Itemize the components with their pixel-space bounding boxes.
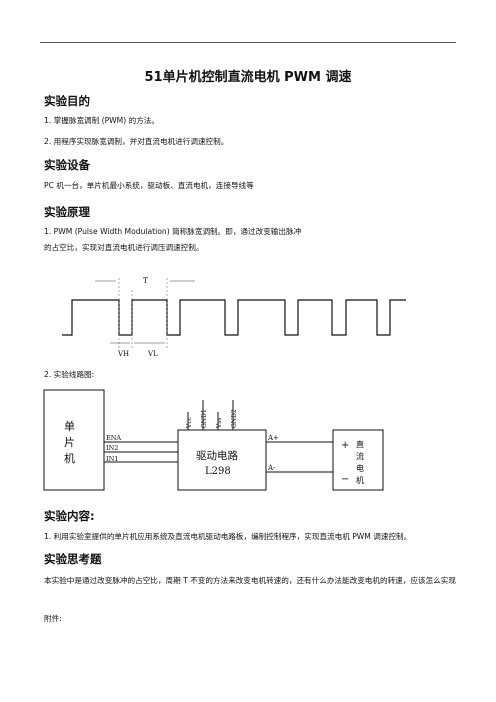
pin-vss: Vss (216, 418, 223, 430)
motor-block (332, 429, 384, 491)
mcu-label-3: 机 (64, 451, 75, 465)
pin-ena: ENA (106, 434, 121, 442)
pin-in1: IN1 (106, 455, 118, 463)
heading-reflection: 实验思考题 (44, 552, 102, 566)
heading-principle: 实验原理 (44, 205, 90, 219)
pin-gnd2: GND2 (231, 409, 238, 428)
circuit-caption: 2. 实验线路图: (44, 370, 95, 379)
vh-label: VH (117, 350, 129, 358)
principle-line-2: 的占空比，实现对直流电机进行调压调速控制。 (44, 243, 204, 252)
mcu-label-2: 片 (64, 436, 75, 449)
driver-name: 驱动电路 (196, 449, 238, 462)
pin-vcc: Vcc (186, 416, 193, 429)
mcu-label-1: 单 (64, 420, 75, 433)
pin-gnd1: GND1 (201, 409, 208, 428)
equipment-text: PC 机一台，单片机最小系统，驱动板、直流电机，连接导线等 (44, 181, 254, 190)
motor-label-2: 流 (356, 451, 364, 461)
motor-label-1: 直 (356, 439, 364, 449)
objective-item-1: 1. 掌握脉宽调制 (PWM) 的方法。 (44, 116, 159, 125)
objective-item-2: 2. 用程序实现脉宽调制，并对直流电机进行调速控制。 (44, 137, 229, 146)
motor-minus: − (341, 474, 349, 485)
heading-content: 实验内容: (44, 509, 95, 523)
mcu-block (43, 389, 105, 491)
output-a-minus: A- (267, 464, 276, 472)
output-a-plus: A+ (267, 434, 279, 442)
principle-line-1: 1. PWM (Pulse Width Modulation) 简称脉宽调制。即… (44, 227, 302, 236)
heading-objective: 实验目的 (44, 94, 90, 108)
motor-plus: + (341, 440, 349, 451)
period-label: T (143, 276, 148, 285)
motor-label-3: 电 (356, 463, 364, 473)
attachment-label: 附件: (44, 614, 62, 623)
reflection-text: 本实验中是通过改变脉冲的占空比，周期 T 不变的方法来改变电机转速的，还有什么办… (44, 576, 456, 585)
heading-equipment: 实验设备 (44, 158, 90, 172)
vl-label: VL (147, 350, 158, 358)
pin-in2: IN2 (106, 444, 118, 452)
driver-chip: L298 (205, 466, 231, 477)
motor-label-4: 机 (356, 475, 364, 485)
pulse-train (62, 299, 406, 336)
page-title: 51单片机控制直流电机 PWM 调速 (144, 70, 352, 85)
header-rule (40, 42, 456, 43)
content-text: 1. 利用实验室提供的单片机应用系统及直流电机驱动电路板，编制控制程序，实现直流… (44, 532, 412, 541)
driver-block (177, 429, 267, 491)
